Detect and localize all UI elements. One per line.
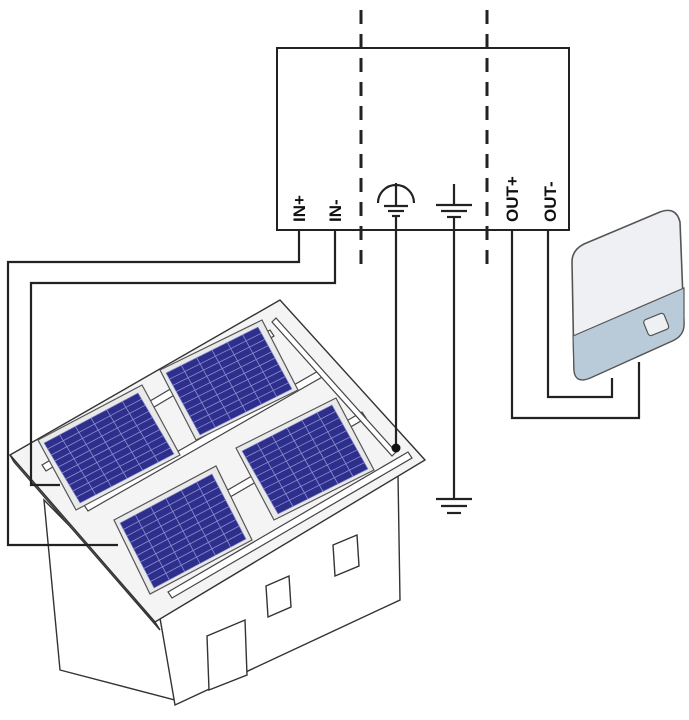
cell-grid-line [61,423,157,474]
cell-grid-line [58,417,153,468]
cell-grid-line [69,435,164,486]
cell-grid-line [72,441,167,492]
cell-grid-line [54,410,149,462]
wire-in-plus [6,230,301,547]
cell-grid-line [136,506,230,556]
cell-grid-line [274,462,365,509]
cell-grid-line [179,351,272,399]
cell-grid-line [65,429,160,480]
house-door [206,618,248,692]
cell-grid-line [186,363,279,411]
terminal-out-plus: OUT+ [503,176,522,222]
cell-grid-line [196,382,289,430]
cell-grid-line [76,447,171,498]
terminal-in-minus: IN- [326,199,345,222]
cell-grid-line [51,404,146,456]
house-window-right [332,533,360,578]
cell-grid-line [263,443,354,490]
cell-grid-line [270,455,361,502]
house [8,299,427,707]
wire-out-plus [510,230,641,420]
junction-box [276,10,570,270]
cell-grid-line [47,398,142,450]
protective-earth-icon [376,183,416,218]
cell-grid-line [143,519,236,569]
cell-grid-line [169,332,262,380]
earth-connection-point [391,443,401,453]
cell-grid-line [150,532,243,582]
cell-grid-line [245,411,336,458]
cell-grid-line [193,376,286,423]
panel-cell-grid [47,332,365,582]
wiring [6,216,641,547]
wire-in-minus [29,230,337,487]
cell-grid-line [172,339,265,386]
cell-grid-line [189,370,282,417]
cell-grid-line [249,417,340,464]
cell-grid-line [123,480,216,530]
inverter-display-icon [643,312,670,337]
cell-grid-line [176,345,269,392]
house-window-left [265,574,292,619]
cell-grid-line [252,423,343,471]
terminal-out-minus: OUT- [541,181,560,222]
cell-grid-line [182,357,276,405]
cell-grid-line [140,512,233,563]
cell-grid-line [130,493,223,543]
inverter [571,209,685,381]
cell-grid-line [147,525,240,576]
cell-grid-line [126,486,219,537]
wire-out-minus [546,230,614,399]
terminal-in-plus: IN+ [290,195,309,222]
cell-grid-line [256,430,347,477]
ground-icon-earth [436,497,472,515]
cell-grid-line [259,436,351,483]
cell-grid-line [267,449,358,496]
cell-grid-line [133,499,226,550]
